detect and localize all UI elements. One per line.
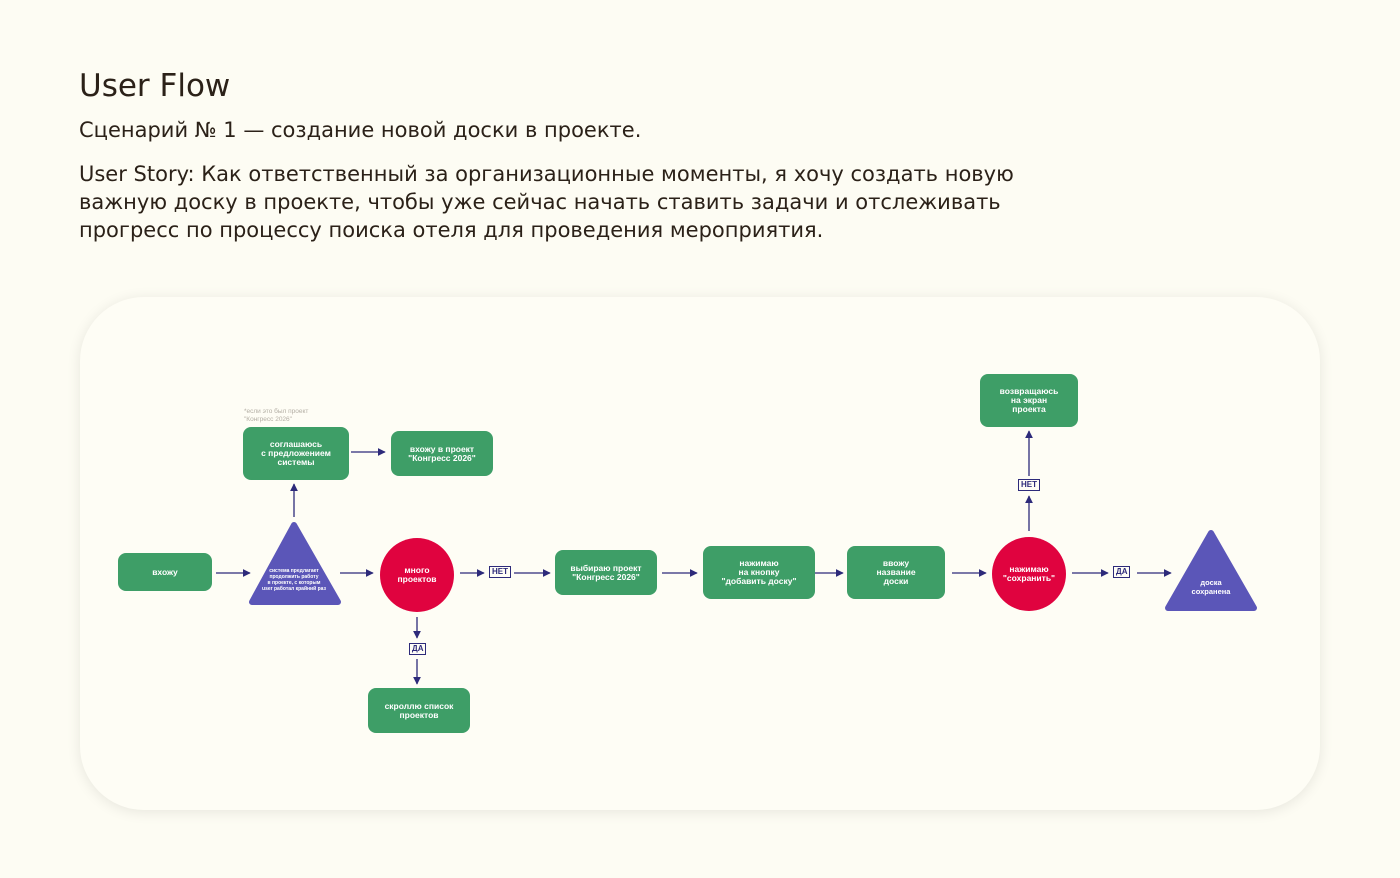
note-congress-project: *если это был проект "Конгресс 2026" bbox=[244, 408, 309, 423]
user-story-text: User Story: Как ответственный за организ… bbox=[79, 162, 1014, 242]
node-enter: вхожу bbox=[118, 553, 212, 591]
node-system-offer-label: система предлагает продолжить работу в п… bbox=[262, 568, 326, 592]
tag-yes-many-projects: ДА bbox=[409, 643, 427, 655]
node-enter-project: вхожу в проект "Конгресс 2026" bbox=[391, 431, 493, 476]
triangle-board-saved bbox=[1165, 530, 1257, 611]
node-agree: соглашаюсь с предложением системы bbox=[243, 427, 349, 480]
node-choose-project: выбираю проект "Конгресс 2026" bbox=[555, 550, 657, 595]
tag-no-many-projects: НЕТ bbox=[489, 566, 511, 578]
triangle-system-offer bbox=[249, 522, 341, 605]
scenario-subtitle: Сценарий № 1 — создание новой доски в пр… bbox=[79, 118, 642, 142]
node-enter-board-name: ввожу название доски bbox=[847, 546, 945, 599]
node-press-add-board: нажимаю на кнопку "добавить доску" bbox=[703, 546, 815, 599]
node-board-saved-label: доска сохранена bbox=[1191, 578, 1231, 596]
tag-yes-save: ДА bbox=[1113, 566, 1131, 578]
node-return-to-project-screen: возвращаюсь на экран проекта bbox=[980, 374, 1078, 427]
node-scroll-list: скроллю список проектов bbox=[368, 688, 470, 733]
decision-many-projects: много проектов bbox=[380, 538, 454, 612]
decision-press-save: нажимаю "сохранить" bbox=[992, 537, 1066, 611]
page-title: User Flow bbox=[79, 68, 231, 104]
tag-no-save: НЕТ bbox=[1018, 479, 1040, 491]
